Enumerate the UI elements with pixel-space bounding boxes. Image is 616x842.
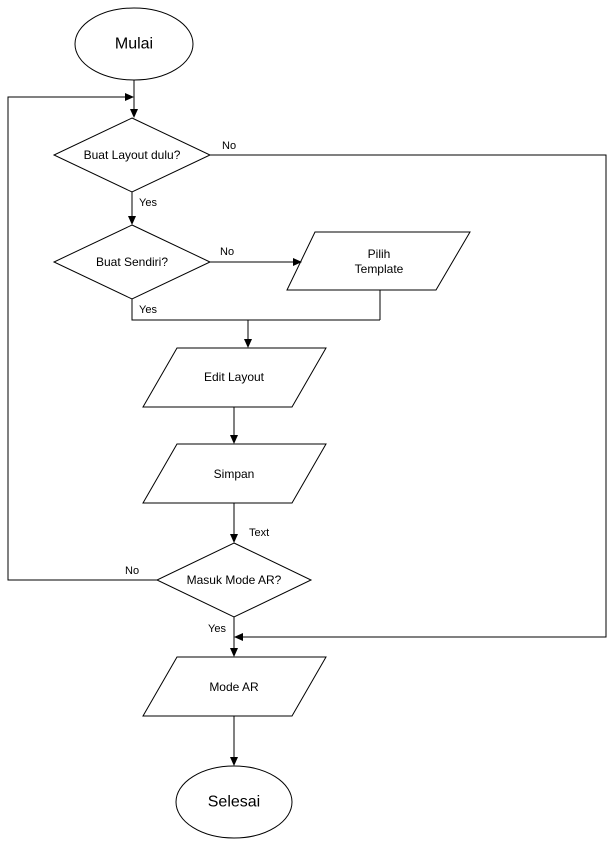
edge-buat-sendiri-yes	[131, 299, 380, 321]
process-simpan	[142, 443, 327, 504]
edge-buat-layout-no	[210, 154, 607, 638]
process-edit-layout	[142, 347, 327, 408]
process-pilih-template	[286, 231, 471, 291]
arrowhead-simpan-to-masuk-mode-ar	[230, 534, 238, 543]
process-mode-ar	[142, 656, 327, 717]
arrowhead-mulai-to-buat-layout	[130, 109, 138, 118]
buat-sendiri-no-label: No	[220, 246, 234, 258]
masuk-mode-ar-no-label: No	[125, 565, 139, 577]
edit-layout-label: Edit Layout	[204, 370, 265, 384]
buat-sendiri-yes-label: Yes	[139, 304, 157, 316]
start-label: Mulai	[115, 36, 153, 53]
mode-ar-label: Mode AR	[209, 680, 259, 694]
arrowhead-buat-layout-yes	[128, 216, 136, 225]
end-label: Selesai	[208, 794, 260, 811]
arrowhead-edit-layout-to-simpan	[230, 435, 238, 444]
arrowhead-merge-to-edit-layout	[244, 339, 252, 348]
simpan-label: Simpan	[214, 467, 255, 481]
arrowhead-buat-layout-no	[234, 633, 243, 641]
arrowhead-masuk-mode-ar-yes	[230, 648, 238, 657]
edge-masuk-mode-ar-no-loop	[7, 96, 157, 581]
masuk-mode-ar-label: Masuk Mode AR?	[187, 573, 282, 587]
buat-layout-label: Buat Layout dulu?	[84, 148, 181, 162]
buat-sendiri-label: Buat Sendiri?	[96, 255, 168, 269]
buat-layout-no-label: No	[222, 140, 236, 152]
arrowhead-mode-ar-to-selesai	[230, 757, 238, 766]
arrowhead-masuk-mode-ar-no-loop	[125, 93, 134, 101]
masuk-mode-ar-yes-label: Yes	[208, 623, 226, 635]
pilih-template-label-line2: Template	[355, 262, 404, 276]
pilih-template-label-line1: Pilih	[368, 247, 391, 261]
simpan-text-label: Text	[249, 527, 269, 539]
arrowhead-buat-sendiri-no	[293, 258, 302, 266]
buat-layout-yes-label: Yes	[139, 197, 157, 209]
